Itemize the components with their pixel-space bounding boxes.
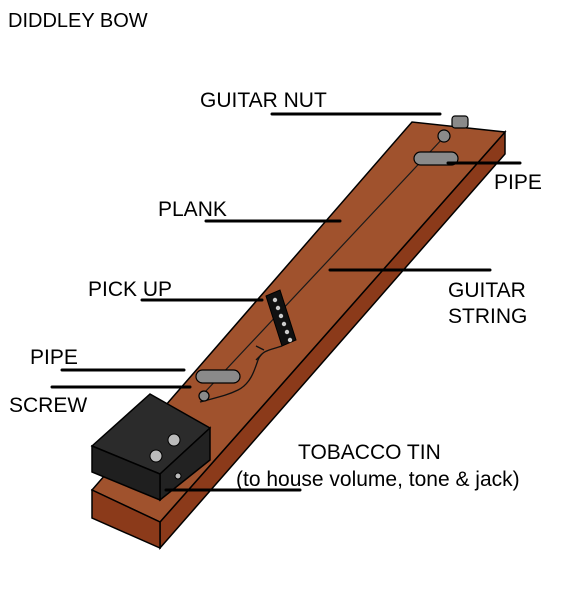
guitar-string [204, 136, 445, 393]
label-screw: SCREW [9, 394, 87, 417]
jack-icon [174, 472, 182, 480]
pickup-icon [199, 289, 297, 403]
knob-icon [167, 433, 181, 447]
pipe-top-icon [413, 151, 459, 166]
screw-icon [198, 390, 210, 402]
tobacco-tin-icon [90, 393, 212, 502]
label-pipe-bottom: PIPE [30, 346, 78, 369]
guitar-nut-icon [437, 115, 469, 143]
label-guitar-string-line1: GUITAR [448, 279, 526, 302]
plank-end-face [91, 488, 161, 550]
pipe-bottom-icon [195, 369, 241, 384]
label-guitar-string-line2: STRING [448, 305, 527, 328]
knob-icon [149, 449, 163, 463]
diagram-title: DIDDLEY BOW [8, 10, 148, 32]
label-pick-up: PICK UP [88, 278, 172, 301]
label-tobacco-tin-line2: (to house volume, tone & jack) [236, 468, 520, 491]
label-guitar-nut: GUITAR NUT [200, 89, 327, 112]
label-pipe-top: PIPE [494, 171, 542, 194]
label-plank: PLANK [158, 198, 227, 221]
label-tobacco-tin-line1: TOBACCO TIN [298, 441, 441, 464]
